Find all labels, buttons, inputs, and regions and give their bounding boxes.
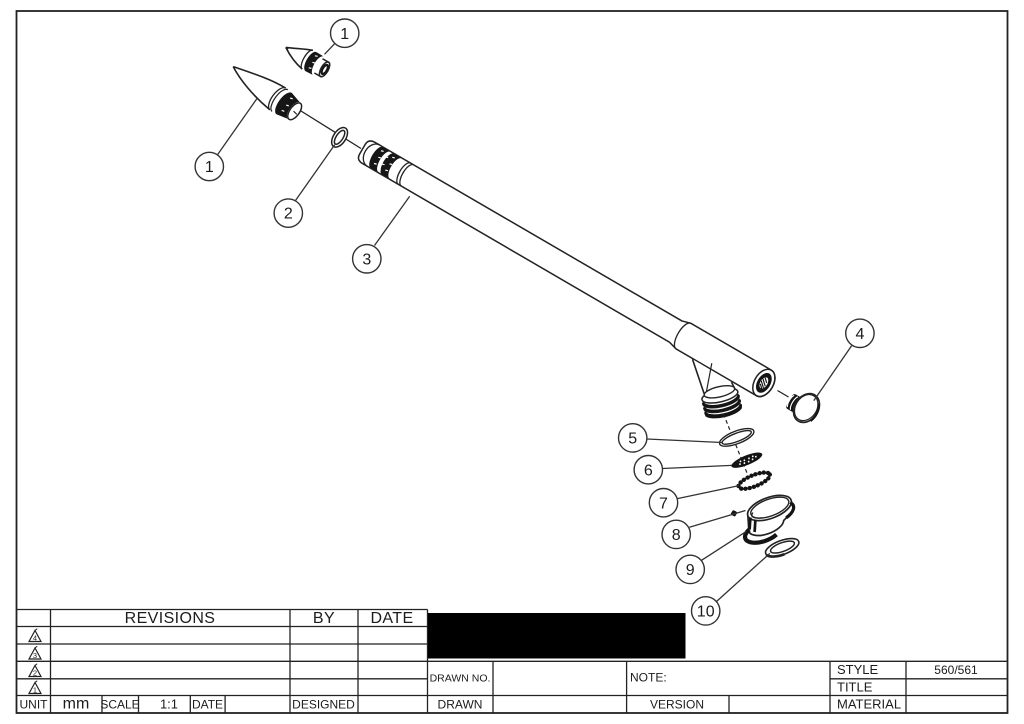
svg-text:DRAWN: DRAWN — [438, 697, 483, 711]
svg-text:560/561: 560/561 — [934, 663, 978, 677]
svg-text:6: 6 — [644, 462, 653, 479]
svg-text:MATERIAL: MATERIAL — [837, 697, 901, 712]
svg-text:2: 2 — [284, 206, 293, 223]
svg-text:3: 3 — [33, 651, 37, 660]
svg-text:TITLE: TITLE — [837, 680, 873, 695]
svg-text:NOTE:: NOTE: — [630, 671, 667, 685]
svg-text:DATE: DATE — [370, 610, 413, 627]
svg-text:4: 4 — [855, 326, 864, 343]
svg-text:mm: mm — [63, 695, 90, 712]
svg-text:REVISIONS: REVISIONS — [125, 610, 216, 627]
svg-text:1: 1 — [340, 26, 349, 43]
svg-text:VERSION: VERSION — [650, 697, 704, 711]
svg-text:4: 4 — [33, 634, 37, 643]
svg-text:5: 5 — [628, 431, 637, 448]
svg-text:9: 9 — [686, 562, 695, 579]
svg-text:STYLE: STYLE — [837, 662, 879, 677]
svg-text:1:1: 1:1 — [160, 696, 178, 711]
svg-text:DRAWN NO.: DRAWN NO. — [430, 673, 491, 685]
svg-text:3: 3 — [362, 251, 371, 268]
svg-text:BY: BY — [313, 610, 335, 627]
svg-text:DATE: DATE — [192, 697, 223, 711]
svg-text:7: 7 — [659, 495, 668, 512]
svg-text:UNIT: UNIT — [20, 697, 49, 711]
svg-text:SCALE: SCALE — [100, 697, 139, 711]
svg-text:DESIGNED: DESIGNED — [292, 697, 355, 711]
svg-text:1: 1 — [33, 686, 37, 695]
svg-text:1: 1 — [205, 159, 214, 176]
svg-text:2: 2 — [33, 669, 37, 678]
svg-text:8: 8 — [672, 527, 681, 544]
svg-text:10: 10 — [697, 604, 715, 621]
